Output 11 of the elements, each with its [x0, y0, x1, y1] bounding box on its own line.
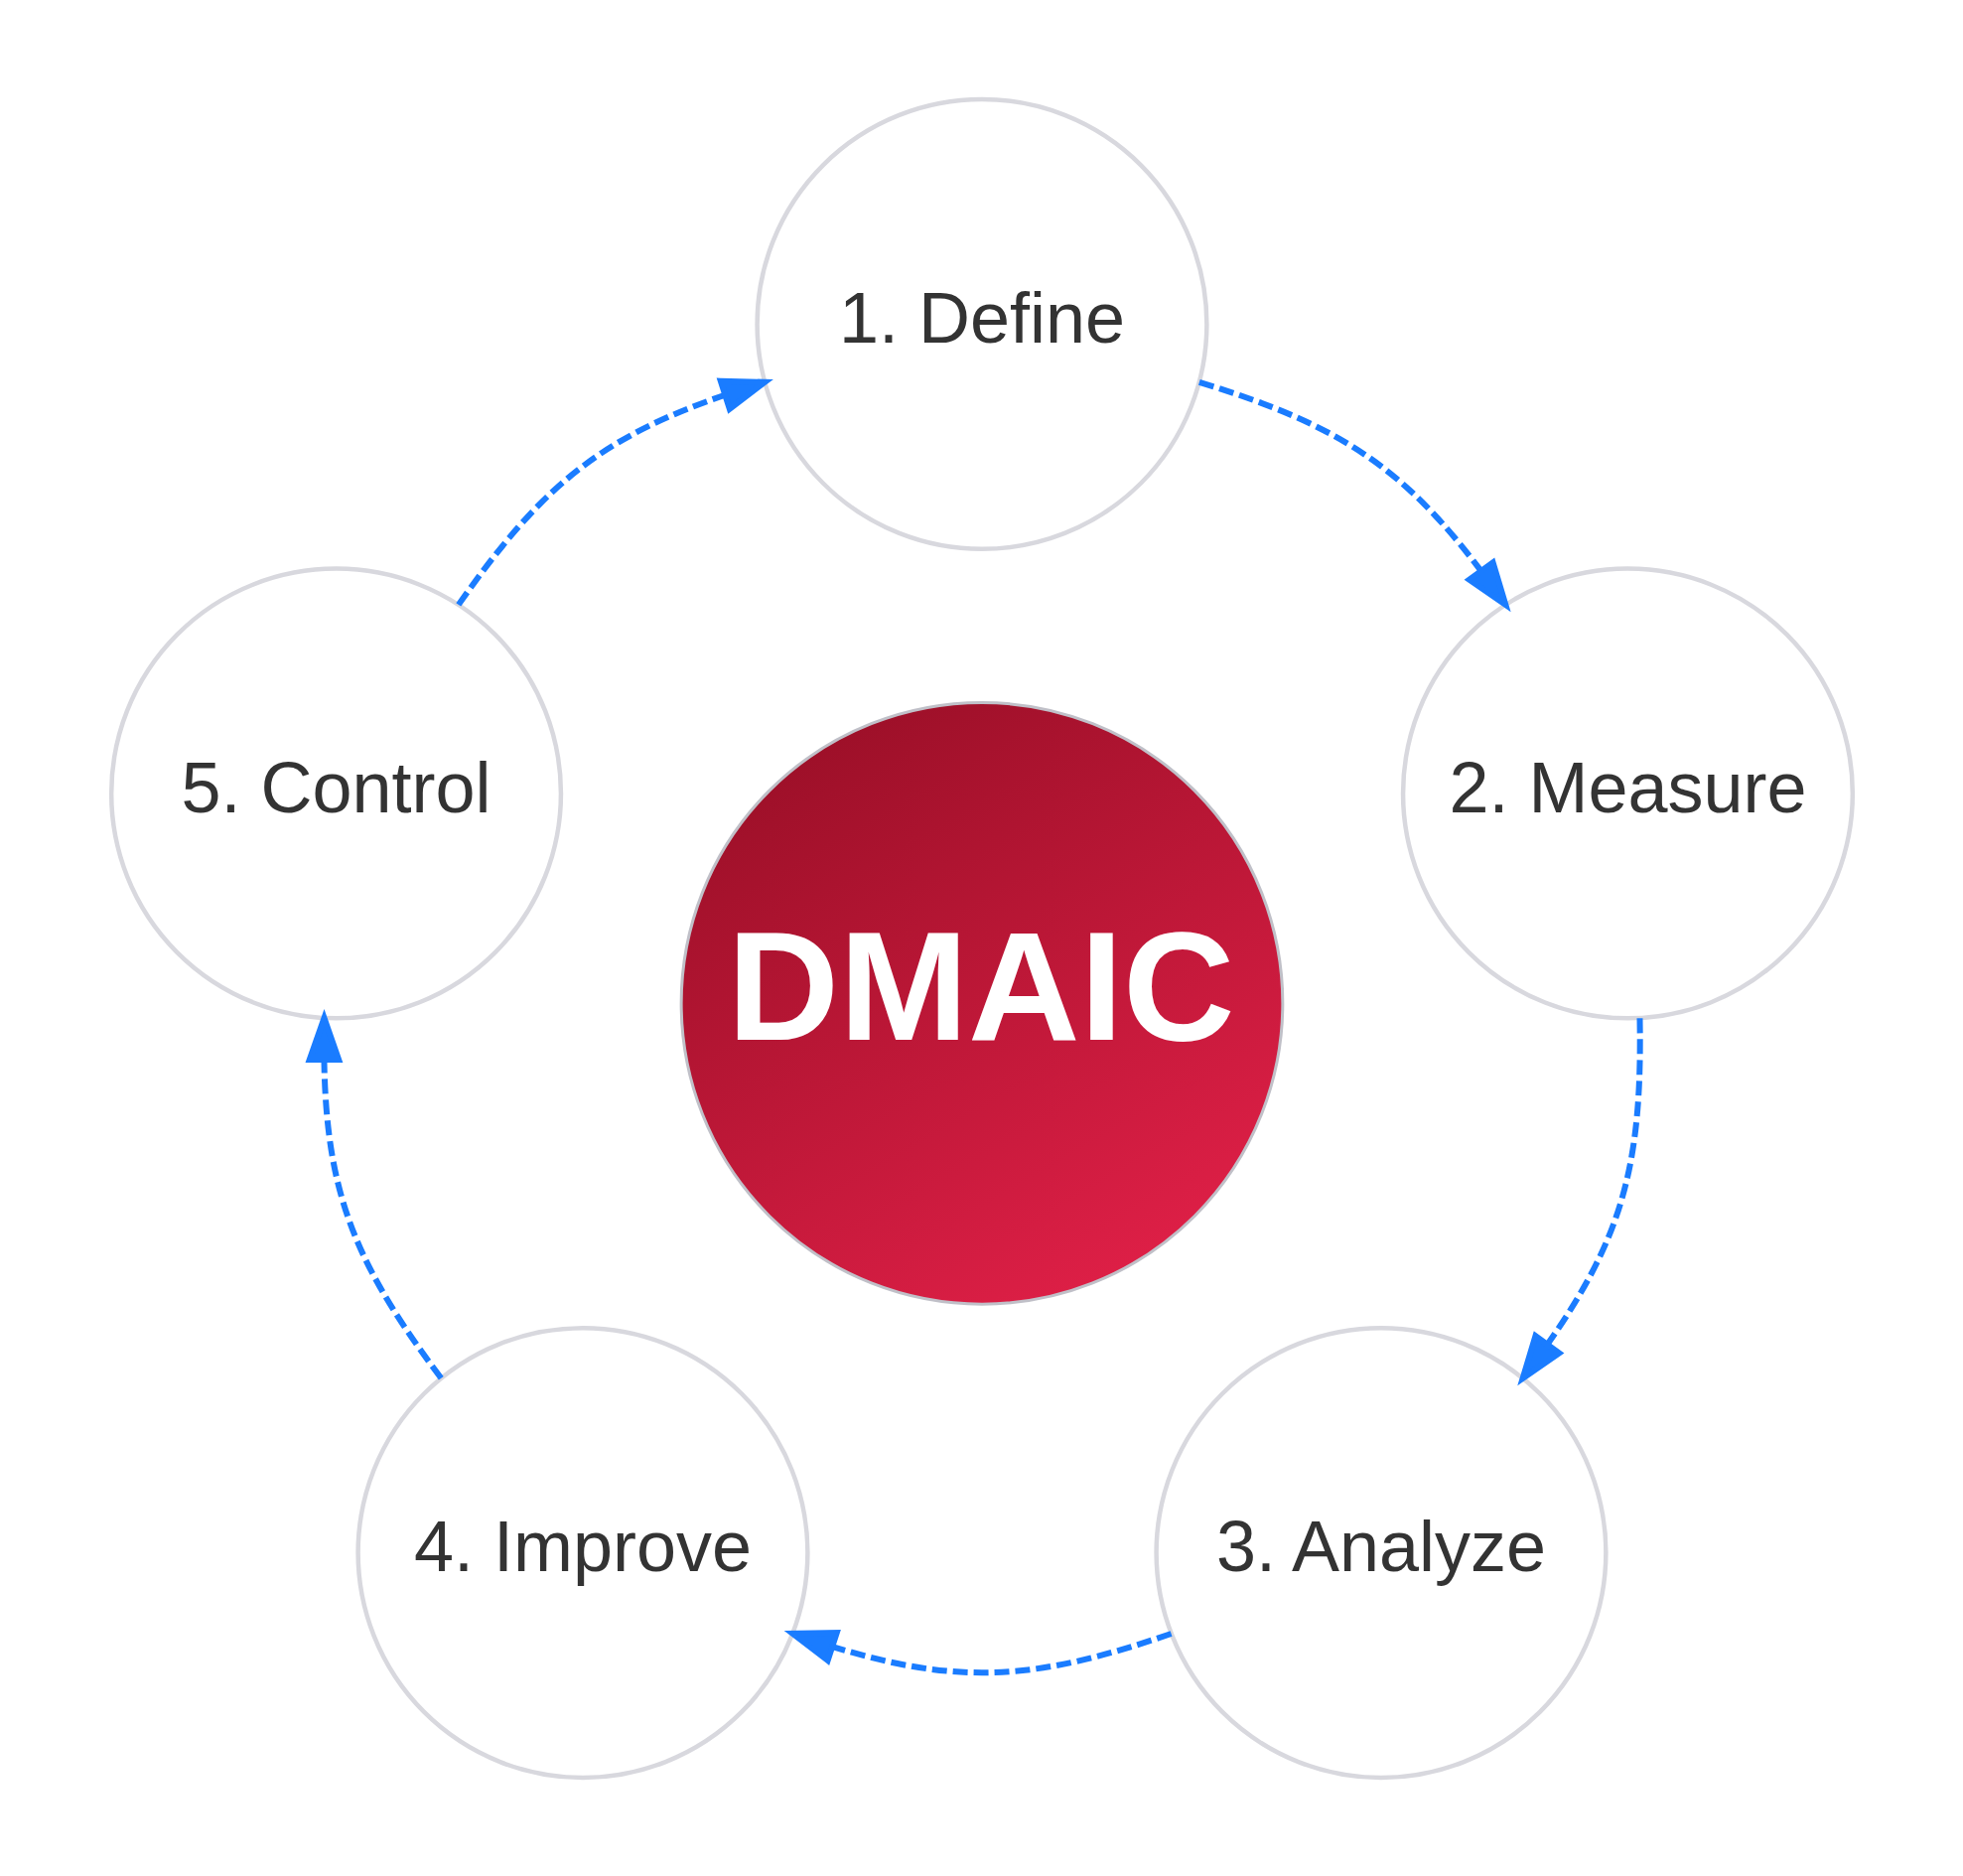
node-circle: 4. Improve — [354, 1325, 810, 1780]
arrow — [1516, 1017, 1643, 1385]
node-circle: DMAIC — [679, 700, 1284, 1306]
arrow — [305, 1008, 444, 1379]
node-circle: 1. Define — [754, 96, 1209, 551]
arrow — [455, 377, 773, 607]
node-circle: 2. Measure — [1400, 565, 1855, 1021]
node-circle: 5. Control — [108, 565, 563, 1021]
arrow — [783, 1629, 1172, 1675]
arrow — [1197, 378, 1511, 612]
node-circle: 3. Analyze — [1153, 1325, 1609, 1780]
